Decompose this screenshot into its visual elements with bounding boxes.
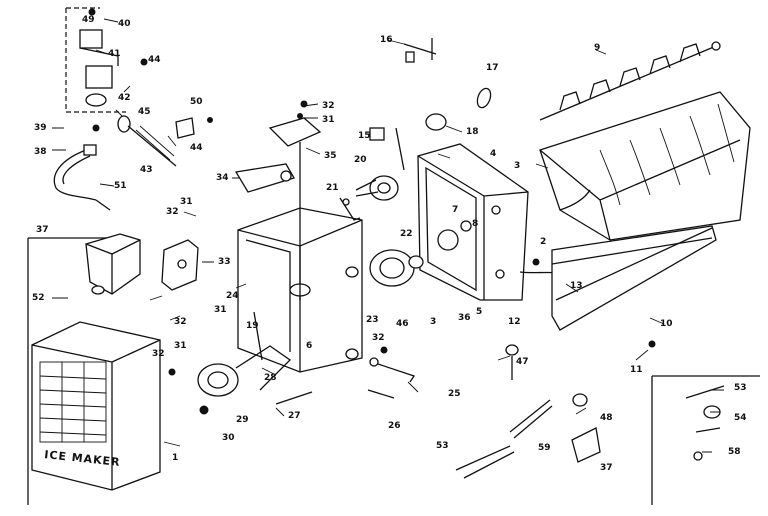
callout-c17: 17 <box>486 63 499 73</box>
callout-c10: 10 <box>660 319 673 329</box>
callout-c9: 9 <box>594 43 600 53</box>
callout-c59: 59 <box>538 443 551 453</box>
callout-c27: 27 <box>288 411 301 421</box>
callout-c16: 16 <box>380 35 393 45</box>
callout-c51: 51 <box>114 181 127 191</box>
callout-c5: 5 <box>476 307 482 317</box>
callout-c31c: 31 <box>214 305 227 315</box>
callout-c41: 41 <box>108 49 121 59</box>
callout-c21: 21 <box>326 183 339 193</box>
callout-c30: 30 <box>222 433 235 443</box>
callout-c32e: 32 <box>372 333 385 343</box>
callout-c49: 49 <box>82 15 95 25</box>
callout-c3b: 3 <box>430 317 436 327</box>
callout-c44a: 44 <box>148 55 161 65</box>
callout-c40: 40 <box>118 19 131 29</box>
shaft-and-pin <box>403 38 492 109</box>
motor-gear <box>355 127 405 201</box>
front-housing <box>417 143 529 301</box>
callout-c6: 6 <box>306 341 312 351</box>
feeler-arm <box>367 346 416 399</box>
timing-gear <box>369 249 424 287</box>
callout-c11: 11 <box>630 365 643 375</box>
callout-c24: 24 <box>226 291 239 301</box>
callout-c47: 47 <box>516 357 529 367</box>
callout-c35: 35 <box>324 151 337 161</box>
callout-c33: 33 <box>218 257 231 267</box>
callout-c3a: 3 <box>514 161 520 171</box>
callout-c31a: 31 <box>322 115 335 125</box>
callout-c7: 7 <box>452 205 458 215</box>
water-valve-small <box>505 344 519 380</box>
callout-c36: 36 <box>458 313 471 323</box>
drive-gear-and-arm <box>168 311 313 415</box>
callout-c39: 39 <box>34 123 47 133</box>
callout-c19: 19 <box>246 321 259 331</box>
callout-c52: 52 <box>32 293 45 303</box>
ejector-blades <box>539 41 721 121</box>
callout-c15: 15 <box>358 131 371 141</box>
ice-maker-cover-box: ICE MAKER <box>27 237 161 505</box>
callout-c34: 34 <box>216 173 229 183</box>
callout-c48: 48 <box>600 413 613 423</box>
water-valve-assembly <box>65 7 177 167</box>
callout-c32c: 32 <box>174 317 187 327</box>
fill-cup <box>85 233 141 295</box>
callout-c32d: 32 <box>152 349 165 359</box>
ice-mold <box>539 91 751 241</box>
switch-and-cam <box>369 113 447 141</box>
callout-c4: 4 <box>490 149 496 159</box>
callout-c23: 23 <box>366 315 379 325</box>
callout-c13: 13 <box>570 281 583 291</box>
wire-harness <box>455 393 601 479</box>
support-bracket <box>268 100 322 300</box>
callout-c28: 28 <box>264 373 277 383</box>
ice-stripper <box>551 225 717 348</box>
callout-c37a: 37 <box>36 225 49 235</box>
callout-c20: 20 <box>354 155 367 165</box>
leader-lines <box>52 18 724 453</box>
callout-c53b: 53 <box>734 383 747 393</box>
callout-c25: 25 <box>448 389 461 399</box>
callout-c38: 38 <box>34 147 47 157</box>
inset-parts-box <box>651 375 760 505</box>
callout-c37b: 37 <box>600 463 613 473</box>
callout-c2: 2 <box>540 237 546 247</box>
callout-c31b: 31 <box>180 197 193 207</box>
clip <box>175 117 213 139</box>
callout-c46a: 46 <box>396 319 409 329</box>
callout-c45: 45 <box>138 107 151 117</box>
shut-off-arm-lever <box>339 197 361 221</box>
callout-c32b: 32 <box>166 207 179 217</box>
fill-tube <box>53 144 111 211</box>
callout-c26: 26 <box>388 421 401 431</box>
callout-c29: 29 <box>236 415 249 425</box>
callout-c1: 1 <box>172 453 178 463</box>
callout-c53a: 53 <box>436 441 449 451</box>
callout-c58: 58 <box>728 447 741 457</box>
callout-c32a: 32 <box>322 101 335 111</box>
callout-c18: 18 <box>466 127 479 137</box>
callout-c54: 54 <box>734 413 747 423</box>
callout-c44b: 44 <box>190 143 203 153</box>
callout-c8: 8 <box>472 219 478 229</box>
callout-c50: 50 <box>190 97 203 107</box>
callout-c12: 12 <box>508 317 521 327</box>
mold-cavities <box>599 103 735 206</box>
callout-c42: 42 <box>118 93 131 103</box>
thermostat <box>234 163 295 193</box>
motor-bracket <box>161 239 199 291</box>
callout-c22: 22 <box>400 229 413 239</box>
cover-grille <box>39 361 107 443</box>
callout-c31d: 31 <box>174 341 187 351</box>
callout-c43: 43 <box>140 165 153 175</box>
